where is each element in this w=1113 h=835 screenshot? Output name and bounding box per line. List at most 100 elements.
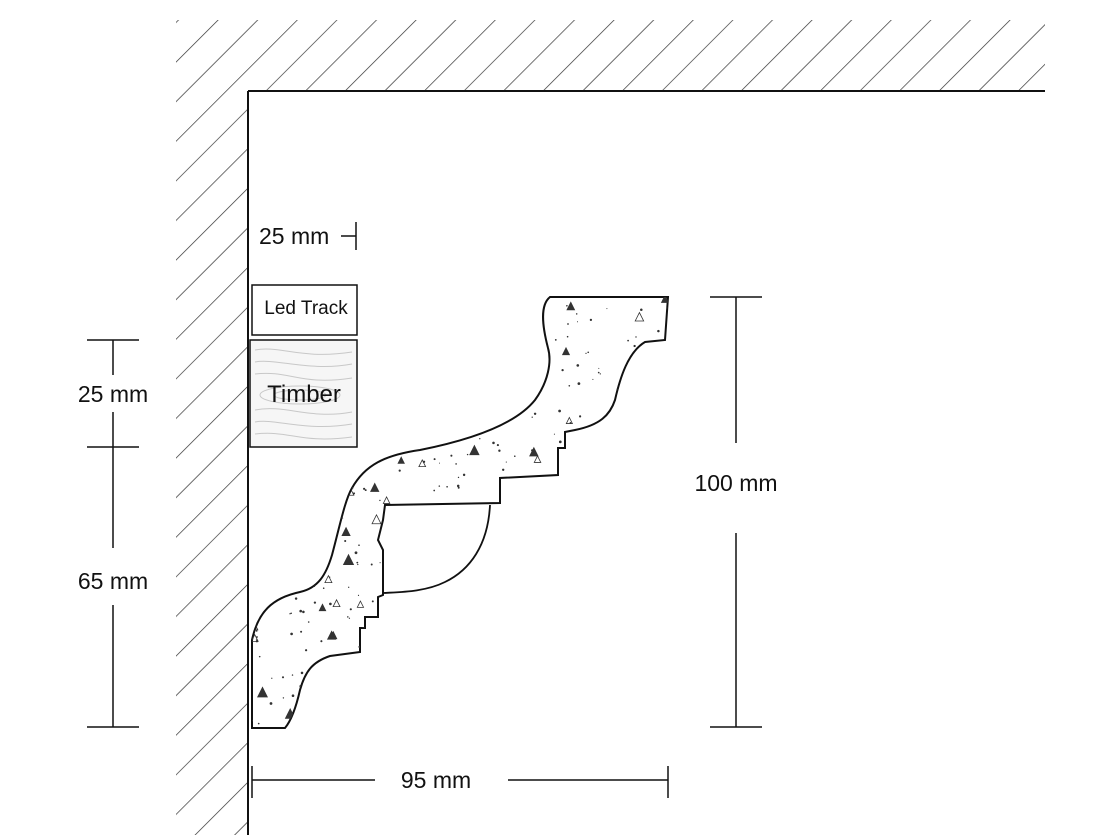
speckle-triangle [262, 586, 274, 598]
speckle-dot [598, 367, 600, 369]
speckle-dot [380, 654, 384, 657]
speckle-triangle [410, 442, 419, 451]
speckle-dot [563, 578, 566, 581]
speckle-dot [450, 454, 453, 457]
speckle-dot [629, 594, 632, 597]
speckle-dot [656, 666, 658, 668]
speckle-dot [450, 639, 453, 642]
speckle-dot [364, 458, 367, 461]
speckle-dot [305, 649, 308, 652]
speckle-dot [391, 339, 394, 342]
speckle-triangle [472, 341, 483, 352]
speckle-dot [574, 632, 576, 634]
speckle-triangle [405, 643, 413, 652]
speckle-dot [507, 529, 509, 531]
speckle-dot [446, 704, 449, 707]
speckle-dot [415, 674, 418, 677]
speckle-dot [597, 371, 600, 374]
speckle-triangle [614, 576, 625, 587]
speckle-dot [635, 711, 637, 713]
speckle-dot [348, 617, 351, 619]
speckle-dot [562, 572, 565, 575]
speckle-dot [462, 655, 464, 657]
speckle-dot [457, 486, 460, 489]
speckle-dot [657, 329, 660, 333]
speckle-dot [435, 677, 438, 681]
speckle-dot [592, 378, 594, 380]
speckle-triangle [591, 683, 600, 692]
speckle-dot [290, 612, 292, 615]
speckle-dot [433, 326, 437, 330]
speckle-dot [500, 509, 502, 511]
speckle-dot [422, 590, 425, 593]
speckle-dot [547, 723, 550, 726]
speckle-dot [655, 682, 658, 685]
speckle-dot [502, 468, 505, 471]
speckle-dot [484, 506, 487, 508]
speckle-dot [621, 706, 624, 709]
speckle-dot [404, 613, 407, 615]
speckle-dot [664, 570, 668, 573]
speckle-dot [524, 519, 527, 521]
speckle-dot [464, 687, 468, 690]
speckle-dot [444, 361, 447, 364]
speckle-dot [586, 447, 589, 450]
speckle-dot [422, 429, 425, 433]
speckle-dot [300, 463, 304, 467]
speckle-dot [578, 444, 582, 447]
speckle-dot [286, 574, 289, 577]
speckle-triangle [634, 311, 645, 322]
speckle-dot [545, 720, 547, 722]
speckle-dot [378, 323, 380, 325]
speckle-dot [460, 562, 463, 565]
speckle-dot [571, 552, 573, 554]
speckle-triangle [584, 648, 595, 660]
speckle-dot [401, 363, 405, 367]
speckle-dot [588, 628, 590, 630]
speckle-dot [479, 438, 481, 440]
speckle-dot [527, 511, 530, 514]
speckle-dot [339, 465, 342, 468]
speckle-dot [633, 378, 636, 381]
speckle-dot [472, 623, 475, 626]
speckle-dot [406, 516, 408, 518]
speckle-triangle [517, 561, 528, 572]
speckle-dot [529, 600, 531, 603]
speckle-triangle [643, 430, 652, 439]
speckle-dot [454, 422, 456, 424]
speckle-dot [580, 725, 582, 727]
speckle-dot [487, 303, 489, 305]
speckle-dot [322, 672, 325, 675]
speckle-triangle [460, 395, 469, 404]
timber-grain [254, 348, 353, 440]
speckle-dot [252, 563, 253, 566]
speckle-dot [568, 384, 571, 387]
speckle-dot [513, 396, 516, 400]
speckle-dot [500, 377, 503, 380]
speckle-dot [449, 609, 451, 612]
speckle-dot [471, 409, 474, 412]
speckle-dot [428, 708, 431, 711]
speckle-dot [407, 405, 409, 408]
speckle-dot [319, 483, 321, 485]
speckle-triangle [430, 522, 439, 531]
speckle-dot [351, 703, 353, 706]
speckle-dot [400, 710, 402, 713]
speckle-dot [252, 475, 255, 478]
speckle-dot [496, 444, 499, 447]
speckle-dot [471, 431, 473, 433]
speckle-dot [647, 553, 650, 555]
speckle-dot [343, 691, 345, 692]
speckle-dot [371, 600, 374, 603]
speckle-dot [286, 447, 289, 449]
speckle-dot [454, 356, 457, 360]
speckle-dot [561, 523, 564, 526]
speckle-dot [577, 382, 581, 385]
speckle-dot [492, 573, 495, 576]
speckle-dot [458, 586, 460, 589]
speckle-dot [252, 719, 253, 722]
speckle-dot [452, 550, 454, 552]
speckle-dot [455, 393, 458, 397]
speckle-dot [561, 368, 564, 372]
speckle-dot [527, 638, 530, 641]
